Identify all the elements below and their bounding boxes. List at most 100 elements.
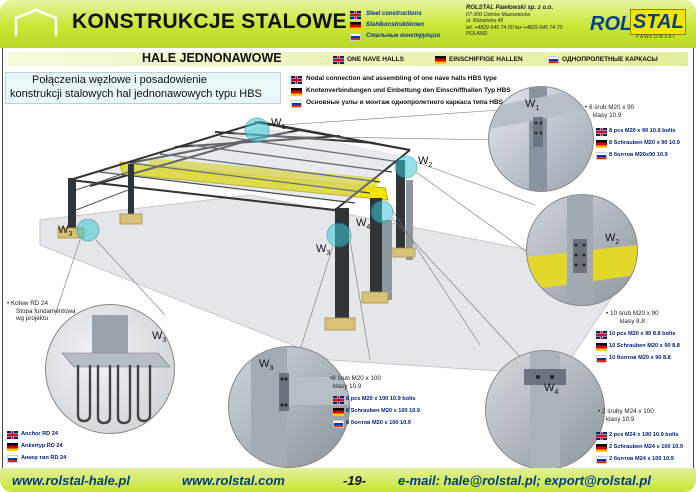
detail-w2-label: W2 bbox=[605, 232, 620, 247]
company-address-2: ul. Różańska 45 bbox=[466, 18, 504, 25]
flag-uk-icon bbox=[333, 56, 344, 64]
footer-email[interactable]: e-mail: hale@rolstal.pl; export@rolstal.… bbox=[398, 473, 651, 488]
label-w3: W3 bbox=[316, 243, 331, 258]
subheader-pl: HALE JEDNONAWOWE bbox=[142, 51, 282, 65]
detail-w2-en: 10 pcs M20 x 90 8.8 bolts bbox=[609, 331, 676, 337]
detail-w3-pl1: •8 śrub M20 x 100 bbox=[330, 375, 381, 382]
crane-girder bbox=[148, 158, 380, 192]
detail-w3-de: 8 Schrauben M20 x 100 10.9 bbox=[346, 408, 421, 414]
detail-w1-note: • 8 śrub M20 x 90 klasy 10.9 bbox=[585, 104, 634, 119]
header-bar bbox=[0, 0, 696, 48]
node-w3-marker bbox=[326, 222, 352, 248]
footer-site-rolstal[interactable]: www.rolstal.com bbox=[182, 473, 285, 488]
anchor-pl2: Stopa fundamentowa bbox=[16, 307, 76, 315]
flag-ru-icon bbox=[291, 100, 302, 108]
intro-pl-1: Połączenia węzłowe i posadowienie bbox=[32, 74, 207, 86]
detail-w4-pl2: klasy 10.9 bbox=[606, 415, 635, 423]
anchor-de: Ankertyp RD 24 bbox=[21, 443, 63, 449]
flag-de-icon bbox=[596, 343, 607, 351]
title-ru: Стальные конструкции bbox=[366, 33, 441, 39]
node-w3-anchor-marker bbox=[76, 218, 100, 242]
flag-uk-icon bbox=[596, 331, 607, 339]
detail-w1-pl1: • 8 śrub M20 x 90 bbox=[585, 104, 635, 111]
detail-anchor-circle bbox=[45, 304, 175, 434]
logo-rol: ROL bbox=[590, 13, 633, 35]
footer-site-hale[interactable]: www.rolstal-hale.pl bbox=[12, 473, 130, 488]
flag-uk-icon bbox=[350, 11, 361, 19]
flag-ru-icon bbox=[596, 355, 607, 363]
rolstal-logo: ROL STAL PAWŁOWSKI bbox=[590, 7, 686, 41]
flag-uk-icon bbox=[333, 396, 344, 404]
node-w1-marker bbox=[244, 117, 270, 143]
detail-w4-label: W4 bbox=[544, 382, 559, 397]
detail-w1-circle bbox=[488, 86, 594, 192]
intro-box bbox=[5, 72, 281, 104]
flag-uk-icon bbox=[596, 128, 607, 136]
detail-w3-note: •8 śrub M20 x 100 klasy 10.9 bbox=[330, 375, 381, 390]
flag-uk-icon bbox=[596, 432, 607, 440]
flag-de-icon bbox=[596, 444, 607, 452]
subheader-bar bbox=[8, 52, 688, 66]
hall-outline-icon bbox=[14, 8, 58, 36]
subheader-de: EINSCHIFFIGE HALLEN bbox=[449, 56, 523, 63]
flag-de-icon bbox=[596, 140, 607, 148]
detail-w4-circle bbox=[485, 350, 605, 470]
flag-uk-icon bbox=[7, 431, 18, 439]
detail-w1-pl2: klasy 10.9 bbox=[593, 111, 622, 119]
anchor-pl3: wg projektu bbox=[16, 315, 49, 322]
company-address-1: 07-300 Ostrów Mazowiecka bbox=[466, 11, 531, 18]
flag-ru-icon bbox=[548, 56, 559, 64]
detail-w4-de: 2 Schrauben M24 x 100 10.9 bbox=[609, 444, 684, 450]
detail-w1-label: W1 bbox=[525, 98, 540, 113]
logo-stal: STAL bbox=[633, 11, 684, 33]
detail-w3-label: W3 bbox=[259, 358, 274, 373]
detail-w3-en: 8 pcs M20 x 100 10.9 bolts bbox=[346, 396, 416, 402]
node-w4-marker bbox=[370, 200, 394, 224]
logo-sub: PAWŁOWSKI bbox=[636, 34, 676, 40]
detail-w2-de: 10 Schrauben M20 x 90 8.8 bbox=[609, 343, 680, 349]
detail-w3-pl2: klasy 10.9 bbox=[333, 382, 362, 390]
detail-w4-ru: 2 болтов M24 x 100 10.9 bbox=[609, 456, 674, 462]
intro-en: Nodal connection and assembling of one n… bbox=[306, 75, 497, 82]
footer-bar bbox=[0, 468, 696, 492]
company-name: ROLSTAL Pawłowski sp. z o.o. bbox=[466, 5, 554, 11]
detail-w1-ru: 8 болтов M20x90 10.9 bbox=[609, 152, 668, 158]
detail-w2-ru: 10 болтов M20 x 90 8.8 bbox=[609, 355, 671, 361]
detail-w2-circle bbox=[526, 194, 638, 306]
flag-ru-icon bbox=[596, 152, 607, 160]
flag-ru-icon bbox=[333, 420, 344, 428]
page-title: KONSTRUKCJE STALOWE bbox=[72, 10, 347, 33]
detail-w2-note: • 10 śrub M20 x 90 klasy 8.8 bbox=[606, 310, 659, 325]
detail-w4-en: 2 pcs M24 x 100 10.9 bolts bbox=[609, 432, 679, 438]
flag-ru-icon bbox=[596, 456, 607, 464]
flag-ru-icon bbox=[7, 455, 18, 463]
detail-anchor-label: W3 bbox=[152, 330, 167, 345]
title-en: Steel constructions bbox=[366, 11, 422, 17]
detail-w3-circle bbox=[228, 346, 350, 468]
company-country: POLAND bbox=[466, 31, 488, 38]
label-w2: W2 bbox=[418, 155, 433, 170]
detail-w1-en: 8 pcs M20 x 90 10.9 bolts bbox=[609, 128, 676, 134]
flag-de-icon bbox=[333, 408, 344, 416]
page-number: -19- bbox=[343, 473, 367, 488]
flag-de-icon bbox=[7, 443, 18, 451]
intro-pl-2: konstrukcji stalowych hal jednonawowych … bbox=[10, 88, 262, 100]
detail-w1-de: 8 Schrauben M20 x 90 10.9 bbox=[609, 140, 680, 146]
detail-w4-pl1: • 2 śruby M24 x 100 bbox=[598, 408, 654, 415]
detail-w3-ru: 8 болтов M20 x 100 10.9 bbox=[346, 420, 411, 426]
detail-w2-pl1: • 10 śrub M20 x 90 bbox=[606, 310, 659, 317]
company-phone: tel. +4829 645 74 00 fax +4829 645 74 70 bbox=[466, 24, 563, 31]
hall-illustration bbox=[39, 109, 631, 400]
subheader-ru: ОДНОПРОЛЕТНЫЕ КАРКАСЫ bbox=[562, 56, 658, 63]
flag-de-icon bbox=[350, 22, 361, 30]
flag-de-icon bbox=[291, 88, 302, 96]
detail-w2-pl2: klasy 8.8 bbox=[620, 317, 645, 325]
subheader-en: ONE NAVE HALLS bbox=[347, 56, 404, 63]
anchor-note: • Kotew RD 24 Stopa fundamentowa wg proj… bbox=[7, 300, 76, 323]
label-w3-anchor: W3 bbox=[58, 224, 73, 239]
anchor-ru: Анкер тип RD 24 bbox=[21, 455, 67, 461]
company-info: ROLSTAL Pawłowski sp. z o.o. 07-300 Ostr… bbox=[466, 5, 562, 38]
intro-ru: Основные узлы и монтаж однопролетного ка… bbox=[306, 99, 503, 106]
logo-stal-box bbox=[630, 9, 686, 35]
flag-ru-icon bbox=[350, 33, 361, 41]
